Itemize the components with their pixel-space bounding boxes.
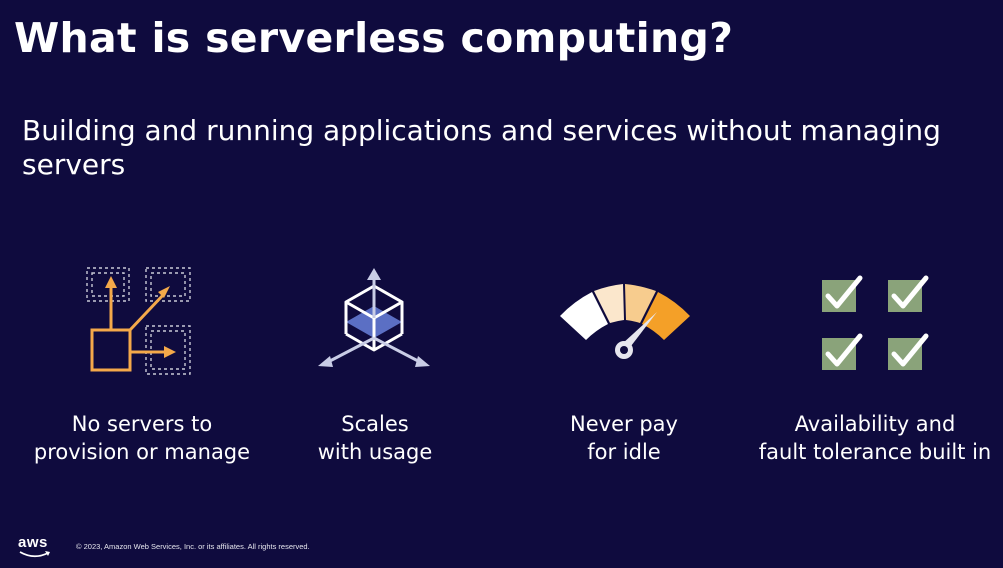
feature-label-line2: provision or manage	[33, 440, 251, 464]
servers-provision-icon	[86, 267, 191, 375]
feature-label-line1: Scales	[341, 412, 409, 436]
checkbox-grid-icon	[822, 275, 929, 370]
aws-logo-text: aws	[18, 534, 48, 551]
feature-label-line2: for idle	[587, 440, 661, 464]
slide-subtitle: Building and running applications and se…	[22, 114, 941, 181]
feature-label-line1: Never pay	[570, 412, 678, 436]
aws-smile-icon	[19, 551, 50, 558]
feature-label-line1: No servers to	[71, 412, 213, 436]
feature-label-line2: with usage	[317, 440, 433, 464]
scaling-cube-icon	[318, 268, 430, 367]
aws-logo: aws	[18, 534, 50, 558]
gauge-meter-icon	[560, 284, 690, 359]
feature-label-line2: fault tolerance built in	[758, 440, 992, 464]
copyright-notice: © 2023, Amazon Web Services, Inc. or its…	[76, 542, 310, 551]
slide-title: What is serverless computing?	[14, 14, 734, 62]
feature-label-line1: Availability and	[794, 412, 956, 436]
